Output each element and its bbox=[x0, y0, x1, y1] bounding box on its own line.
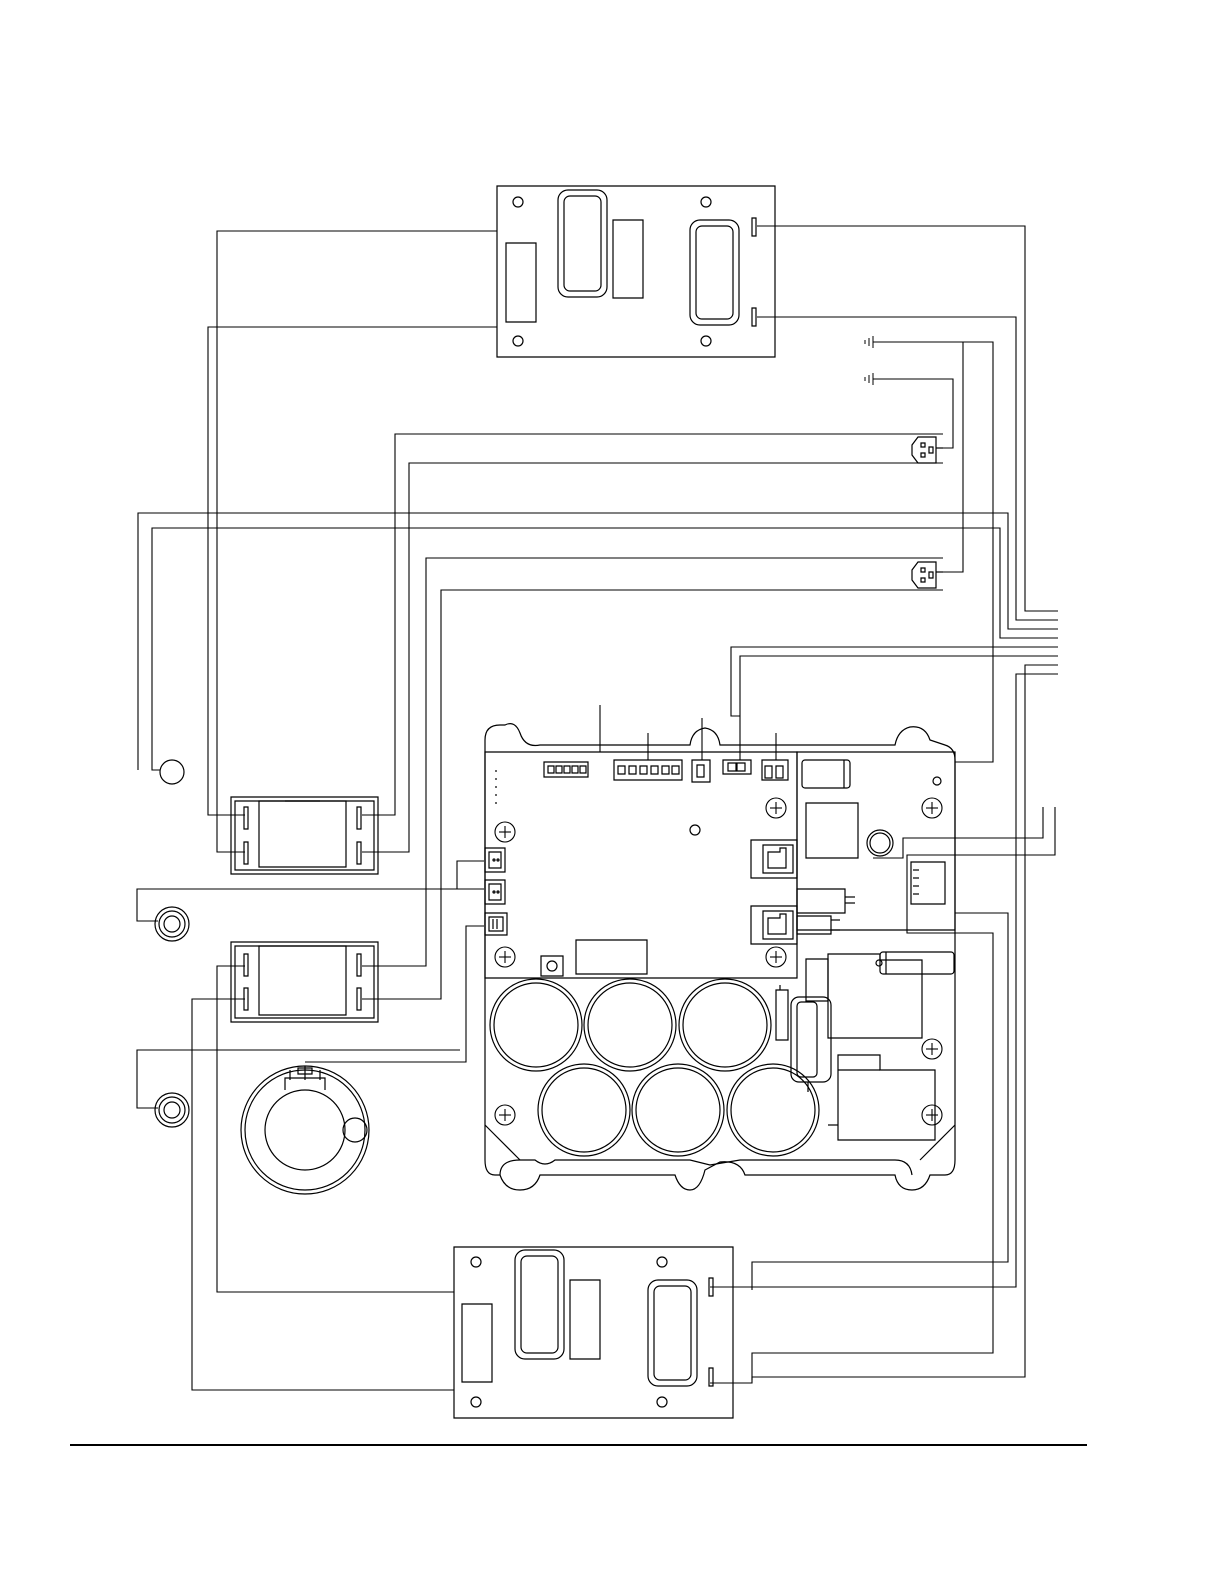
mounting-hole bbox=[513, 197, 523, 207]
mounting-hole bbox=[471, 1397, 481, 1407]
terminal bbox=[752, 218, 756, 236]
capacitor bbox=[727, 1064, 819, 1156]
upper-power-inlet bbox=[912, 437, 943, 463]
wire bbox=[362, 463, 943, 852]
capacitor bbox=[584, 979, 676, 1071]
relay bbox=[880, 952, 954, 974]
wire bbox=[217, 231, 497, 852]
ic-chip bbox=[576, 940, 647, 974]
connector bbox=[911, 862, 945, 904]
inductor bbox=[690, 220, 739, 325]
pcb-connector bbox=[762, 760, 788, 780]
switch-terminal bbox=[357, 807, 361, 829]
switch-terminal bbox=[357, 954, 361, 976]
wire bbox=[362, 558, 943, 966]
mounting-hole bbox=[513, 336, 523, 346]
capacitor bbox=[490, 979, 582, 1071]
wire bbox=[873, 342, 993, 762]
wire bbox=[757, 226, 1058, 611]
pcb-connector bbox=[485, 913, 507, 935]
button bbox=[541, 956, 563, 976]
terminal-block bbox=[838, 1055, 935, 1140]
upper-jack bbox=[155, 907, 189, 941]
switch-terminal bbox=[244, 842, 248, 864]
wire bbox=[873, 807, 1043, 858]
mounting-hole bbox=[701, 197, 711, 207]
capacitor-bank bbox=[490, 979, 819, 1156]
wire-harness bbox=[137, 226, 1058, 1390]
terminal bbox=[752, 308, 756, 326]
capacitor bbox=[538, 1064, 630, 1156]
bottom-filter-board bbox=[454, 1247, 733, 1418]
wire bbox=[757, 317, 1058, 620]
lower-jack bbox=[155, 1093, 189, 1127]
relay bbox=[802, 760, 850, 788]
lower-power-inlet bbox=[912, 562, 943, 588]
wire bbox=[457, 861, 484, 889]
capacitor bbox=[679, 979, 771, 1071]
inductor bbox=[648, 1280, 697, 1386]
switch-terminal bbox=[357, 842, 361, 864]
indicator-lamp bbox=[160, 760, 184, 784]
component-block bbox=[506, 243, 536, 322]
wire bbox=[731, 647, 1058, 716]
lower-switch bbox=[231, 942, 378, 1022]
lower-ground-symbol bbox=[865, 373, 873, 385]
component-block bbox=[570, 1280, 600, 1359]
transformer bbox=[806, 803, 858, 858]
wire bbox=[208, 327, 497, 815]
rj-jack bbox=[751, 840, 797, 878]
rj-jack bbox=[751, 906, 797, 944]
upper-switch bbox=[231, 797, 378, 874]
wire bbox=[192, 999, 454, 1390]
component-block bbox=[613, 220, 643, 298]
screw bbox=[495, 798, 942, 1125]
switch-terminal bbox=[244, 988, 248, 1010]
wire bbox=[362, 590, 943, 999]
component-block bbox=[462, 1304, 492, 1382]
switch-terminal bbox=[357, 988, 361, 1010]
mounting-hole bbox=[657, 1257, 667, 1267]
wire bbox=[873, 379, 953, 448]
wire bbox=[152, 528, 1058, 770]
capacitor-small bbox=[797, 889, 845, 913]
mounting-hole bbox=[657, 1397, 667, 1407]
top-filter-board bbox=[497, 186, 775, 357]
wire bbox=[138, 513, 1058, 770]
pcb-connector bbox=[692, 760, 710, 782]
upper-ground-symbol bbox=[865, 336, 873, 348]
main-controller-board bbox=[485, 724, 955, 1190]
inductor bbox=[515, 1250, 564, 1359]
switch-terminal bbox=[244, 807, 248, 829]
capacitor bbox=[632, 1064, 724, 1156]
wire bbox=[137, 889, 484, 921]
pcb-connector bbox=[544, 762, 588, 777]
mounting-hole bbox=[471, 1257, 481, 1267]
switch-terminal bbox=[244, 954, 248, 976]
wire bbox=[362, 434, 943, 815]
wire bbox=[943, 342, 963, 572]
inductor bbox=[558, 190, 607, 297]
component-block bbox=[806, 959, 828, 1001]
mounting-hole bbox=[701, 336, 711, 346]
rotary-potentiometer bbox=[241, 1066, 369, 1194]
wire bbox=[907, 807, 1055, 933]
